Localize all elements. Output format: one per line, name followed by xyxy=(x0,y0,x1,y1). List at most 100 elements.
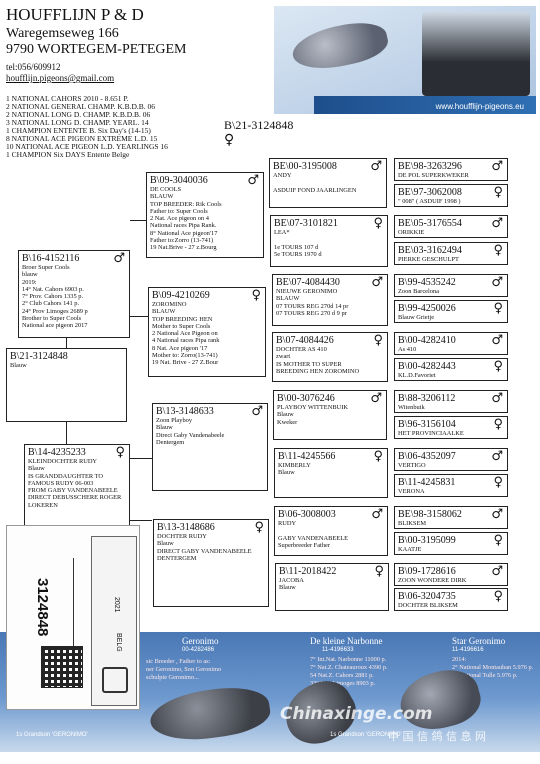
pedigree-gen5-7: ♂ B\00-4282410 As 410 xyxy=(394,332,508,355)
watermark-cn: 中 国 信 鸽 信 息 网 xyxy=(388,730,486,743)
pedigree-ring: BE\07-3101821 xyxy=(274,218,338,229)
pedigree-info: DOCHTER BLIKSEM xyxy=(398,602,458,609)
pedigree-gen5-1: ♂ BE\98-3263296 DE POL SUPERKWEKER xyxy=(394,158,508,181)
pedigree-info: DE COOLS BLAUW TOP BREEDER: Rik Cools Fa… xyxy=(150,186,222,252)
pedigree-gen5-9: ♂ B\88-3206112 Witenbuik xyxy=(394,390,508,413)
pedigree-info: NIEUWE GERONIMO BLAUW 07 TOURS REG 270d … xyxy=(276,288,349,317)
pedigree-gen5-5: ♂ B\99-4535242 Zoon Barcelona xyxy=(394,274,508,297)
watermark: Chinaxinge.com xyxy=(280,704,433,724)
pedigree-ring: BE\03-3162494 xyxy=(398,245,462,256)
qr-code-icon xyxy=(41,646,83,688)
subject-ring: B\21-3124848 ♀ xyxy=(224,118,293,147)
female-icon: ♀ xyxy=(224,132,235,148)
female-icon: ♀ xyxy=(493,417,503,432)
pedigree-gen5-13: ♂ BE\98-3158062 BLIKSEM xyxy=(394,506,508,529)
header-photo: www.houfflijn-pigeons.eu xyxy=(274,6,536,114)
pedigree-ring: B\07-4084426 xyxy=(276,335,334,346)
female-icon: ♀ xyxy=(373,333,383,348)
pedigree-ring: BE\05-3176554 xyxy=(398,218,462,229)
pedigree-gen5-14: ♀ B\00-3195099 KAATJE xyxy=(394,532,508,555)
stamp-year: 2021 xyxy=(113,597,120,613)
male-icon: ♂ xyxy=(371,507,383,522)
footer-pigeon3-name: Star Geronimo xyxy=(452,636,506,646)
pedigree-info: HET PROVINCIAALKE xyxy=(398,430,464,437)
female-icon: ♀ xyxy=(493,359,503,374)
pedigree-ring: B\00-4282443 xyxy=(398,361,456,372)
female-icon: ♀ xyxy=(374,564,384,579)
pedigree-grandmother-maternal: ♀ B\13-3148686 DOCHTER RUDY Blauw DIRECT… xyxy=(153,519,269,607)
achievement-item: 1 CHAMPION Six DAYS Entente Belge xyxy=(6,150,130,159)
footer-pigeon1-text: sic Breeder , Father to as: ner Geronimo… xyxy=(146,658,222,681)
stamp-seal-icon xyxy=(102,667,128,693)
pedigree-ring: B\11-4245566 xyxy=(278,451,336,462)
achievement-item: 2 NATIONAL GENERAL CHAMP. K.B.D.B. 06 xyxy=(6,102,156,111)
pedigree-grandfather-maternal: ♂ B\13-3148633 Zoon Playboy Blauw Direct… xyxy=(152,403,268,491)
male-icon: ♂ xyxy=(491,564,503,579)
pedigree-info: JACOBA Blauw xyxy=(279,577,304,592)
male-icon: ♂ xyxy=(370,159,382,174)
pedigree-ring: B\09-4210269 xyxy=(152,290,210,301)
pedigree-ring: B\99-4535242 xyxy=(398,277,456,288)
stamp-country: BELG xyxy=(115,633,122,652)
pedigree-info: Witenbuik xyxy=(398,404,425,411)
pedigree-ring: B\99-4250026 xyxy=(398,303,456,314)
female-icon: ♀ xyxy=(373,449,383,464)
pedigree-info: ZOROMINO BLAUW TOP BREEDING HEN Mother t… xyxy=(152,301,220,367)
connector-line xyxy=(66,338,67,348)
breeder-phone: tel:056/609912 xyxy=(6,62,61,72)
pedigree-ring: BE\98-3263296 xyxy=(398,161,462,172)
pedigree-info: KAATJE xyxy=(398,546,422,553)
pedigree-gen5-2: ♀ BE\97-3062008 " 008" ( ASDUIF 1998 ) xyxy=(394,184,508,207)
pigeon-photo-1 xyxy=(147,681,273,747)
pedigree-info: DOCHTER RUDY Blauw DIRECT GABY VANDENABE… xyxy=(157,533,252,562)
achievement-item: 2 NATIONAL LONG D. CHAMP. K.B.D.B. 06 xyxy=(6,110,151,119)
connector-line xyxy=(130,220,149,221)
pedigree-gen5-4: ♀ BE\03-3162494 PIERKE GESCHULPT xyxy=(394,242,508,265)
female-icon: ♀ xyxy=(493,533,503,548)
pedigree-ring: B\96-3156104 xyxy=(398,419,456,430)
pedigree-grandmother-paternal: ♀ B\09-4210269 ZOROMINO BLAUW TOP BREEDI… xyxy=(148,287,266,377)
website-label[interactable]: www.houfflijn-pigeons.eu xyxy=(435,102,524,111)
breeder-email[interactable]: houfflijn.pigeons@gmail.com xyxy=(6,73,115,83)
pedigree-ring: B\09-3040036 xyxy=(150,175,208,186)
male-icon: ♂ xyxy=(491,159,503,174)
connector-line xyxy=(66,422,67,444)
pedigree-info: DOCHTER AS 410 zwart IS MOTHER TO SUPER … xyxy=(276,346,360,375)
pedigree-info: Blauw xyxy=(10,362,27,369)
male-icon: ♂ xyxy=(491,275,503,290)
male-icon: ♂ xyxy=(113,251,125,266)
pedigree-info: LEA* 1e TOURS 107 d 5e TOURS 1970 d xyxy=(274,229,322,258)
footer-pigeon1-caption: 1s Grandson 'GERONIMO' xyxy=(16,732,88,738)
pedigree-gen5-6: ♀ B\99-4250026 Blauw Grietje xyxy=(394,300,508,323)
pedigree-gen5-8: ♀ B\00-4282443 KL.D.Favoriet xyxy=(394,358,508,381)
pedigree-ring: B\06-3204735 xyxy=(398,591,456,602)
pedigree-gen4-6: ♀ B\11-4245566 KIMBERLY Blauw xyxy=(274,448,388,498)
pedigree-gen4-1: ♂ BE\00-3195008 ANDY ASDUIF FOND JAARLIN… xyxy=(269,158,387,208)
male-icon: ♂ xyxy=(491,333,503,348)
female-icon: ♀ xyxy=(493,589,503,604)
pedigree-subject: B\21-3124848 Blauw xyxy=(6,348,127,422)
pedigree-ring: B\09-1728616 xyxy=(398,566,456,577)
pedigree-info: " 008" ( ASDUIF 1998 ) xyxy=(398,198,461,205)
male-icon: ♂ xyxy=(491,391,503,406)
achievement-item: 1 CHAMPION ENTENTE B. Six Day's (14-15) xyxy=(6,126,151,135)
pedigree-gen5-12: ♀ B\11-4245831 VERONA xyxy=(394,474,508,497)
achievements-list: 1 NATIONAL CAHORS 2010 - 8.651 P. 2 NATI… xyxy=(6,95,256,159)
male-icon: ♂ xyxy=(247,173,259,188)
pedigree-gen4-3: ♂ BE\07-4084430 NIEUWE GERONIMO BLAUW 07… xyxy=(272,274,388,326)
pedigree-ring: B\16-4152116 xyxy=(22,253,80,264)
pedigree-ring: B\88-3206112 xyxy=(398,393,456,404)
achievement-item: 8 NATIONAL ACE PIGEON EXTREME L.D. 15 xyxy=(6,134,158,143)
pedigree-info: Zoon Barcelona xyxy=(398,288,439,295)
pedigree-gen5-10: ♀ B\96-3156104 HET PROVINCIAALKE xyxy=(394,416,508,439)
male-icon: ♂ xyxy=(251,404,263,419)
pedigree-info: Broer Super Cools blauw 2019: 14° Nat. C… xyxy=(22,264,88,330)
achievement-item: 10 NATIONAL ACE PIGEON L.D. YEARLINGS 16 xyxy=(6,142,168,151)
female-icon: ♀ xyxy=(115,445,125,460)
female-icon: ♀ xyxy=(493,301,503,316)
pedigree-ring: B\13-3148633 xyxy=(156,406,214,417)
pedigree-ring: B\13-3148686 xyxy=(157,522,215,533)
pedigree-info: RUDY GABY VANDENABEELE Superbreeder Fath… xyxy=(278,520,348,549)
footer-pigeon2-caption: 1s Grandson 'GERONIMO' xyxy=(330,732,402,738)
pedigree-info: KIMBERLY Blauw xyxy=(278,462,311,477)
